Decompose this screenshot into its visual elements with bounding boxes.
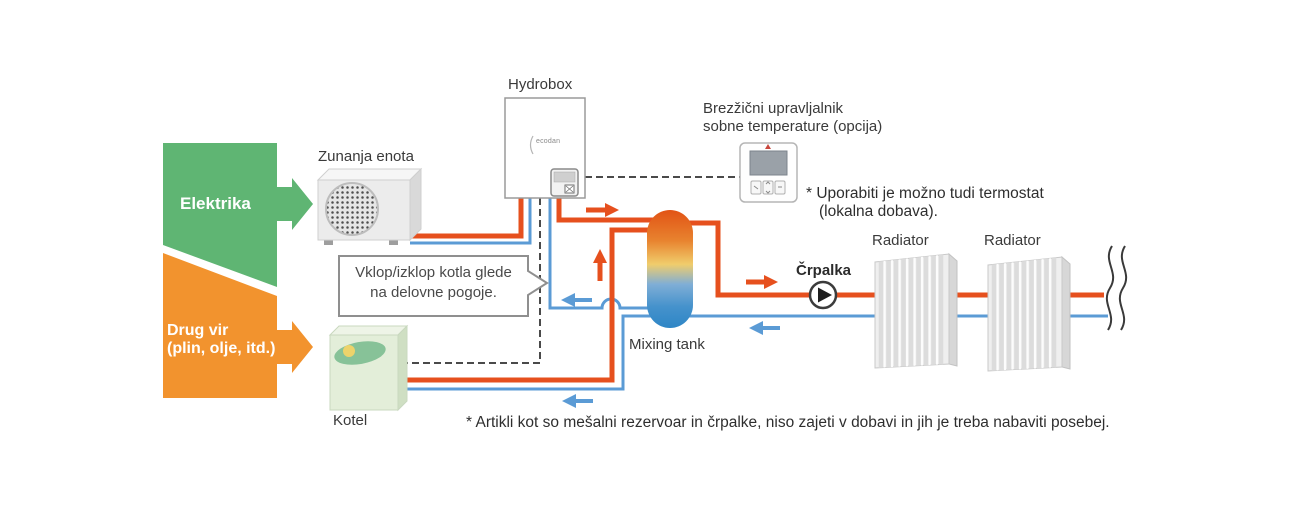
supply-pipe-hydrobox (556, 198, 662, 223)
boiler-callout-bubble (338, 255, 549, 317)
mixing-tank-image (647, 210, 693, 328)
wireless-controller-label-line1: Brezžični upravljalnik (703, 100, 844, 117)
boiler-image (328, 324, 409, 412)
boiler-callout-text: Vklop/izklop kotla glede na delovne pogo… (341, 263, 526, 303)
hydrobox-label: Hydrobox (508, 76, 573, 93)
mixing-tank-label: Mixing tank (629, 336, 705, 353)
hydrobox-image (504, 97, 586, 199)
wireless-controller-image (739, 142, 798, 203)
boiler-label: Kotel (333, 412, 368, 429)
control-signal-lines (402, 176, 740, 364)
other-source-arrow-shape (163, 253, 313, 398)
hydrobox-brand-label: ecodan (536, 138, 561, 145)
refrigerant-pipe-red (410, 198, 524, 239)
flow-arrow-up-hot (593, 249, 607, 281)
supply-pipe-boiler (402, 227, 662, 383)
pump-icon (808, 280, 838, 310)
radiator-right-image (988, 252, 1070, 377)
footer-note: * Artikli kot so mešalni rezervoar in čr… (466, 414, 1110, 431)
outdoor-unit-image (316, 167, 423, 245)
refrigerant-pipe-blue (410, 198, 532, 245)
hydrobox-panel-icon (550, 168, 579, 197)
fan-grille-icon (325, 182, 379, 236)
pipe-break-symbol (1105, 245, 1128, 331)
brand-mark-icon (765, 144, 771, 149)
wireless-controller-label: Brezžični upravljalnik sobne temperature… (703, 100, 882, 136)
thermostat-note-line1: * Uporabiti je možno tudi termostat (806, 185, 1044, 202)
electricity-label: Elektrika (180, 194, 251, 213)
flow-arrow-right-hot-2 (746, 275, 778, 289)
other-source-label: Drug vir (plin, olje, itd.) (167, 322, 275, 358)
radiator-left-label: Radiator (872, 232, 929, 249)
radiator-right-label: Radiator (984, 232, 1041, 249)
flow-arrow-left-cold-1 (561, 293, 592, 307)
flow-arrow-right-hot-1 (586, 203, 619, 217)
radiator-left-image (875, 249, 957, 374)
pump-label: Črpalka (796, 262, 852, 279)
boiler-callout-line2: na delovne pogoje. (370, 284, 497, 301)
flow-arrow-left-cold-3 (562, 394, 593, 408)
other-source-label-line1: Drug vir (167, 322, 229, 339)
return-pipe-radiators-boiler (402, 314, 1108, 391)
flow-arrows (561, 203, 780, 408)
wireless-controller-label-line2: sobne temperature (opcija) (703, 118, 883, 135)
boiler-callout-line1: Vklop/izklop kotla glede (355, 264, 512, 281)
outdoor-unit-label: Zunanja enota (318, 148, 414, 165)
flow-arrow-left-cold-2 (749, 321, 780, 335)
electricity-arrow-shape (163, 143, 313, 287)
other-source-label-line2: (plin, olje, itd.) (167, 340, 276, 357)
thermostat-note-line2: (lokalna dobava). (819, 203, 938, 220)
dashed-line-boiler (402, 198, 541, 364)
